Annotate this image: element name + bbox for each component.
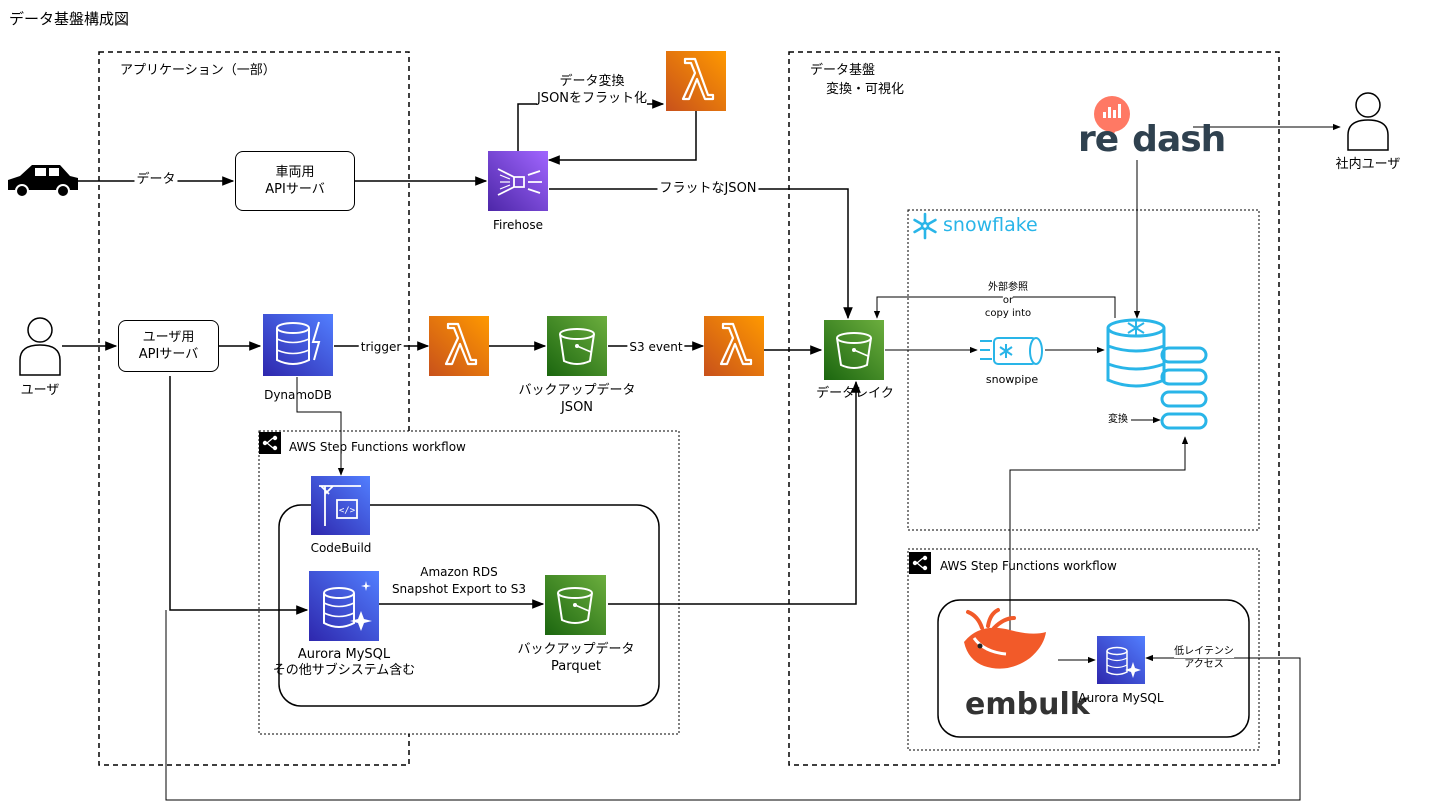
edge-label-copy-into: copy into <box>984 308 1032 320</box>
aurora-icon <box>309 571 379 641</box>
dynamodb-label: DynamoDB <box>264 388 332 402</box>
snowflake-database-icon <box>1106 318 1208 430</box>
platform-group <box>788 51 1280 766</box>
aurora-sublabel: その他サブシステム含む <box>272 663 416 678</box>
edge-lambda-to-firehose <box>547 111 697 165</box>
internal-user-label: 社内ユーザ <box>1335 157 1401 172</box>
firehose-label: Firehose <box>493 218 543 232</box>
edge-label-low-latency: 低レイテンシ <box>1174 646 1234 658</box>
edge-firehose-to-datalake <box>549 188 853 320</box>
aurora-label: Aurora MySQL <box>297 647 391 662</box>
s3-bucket-icon <box>547 316 607 376</box>
step-functions-icon <box>259 432 281 454</box>
edge-label-flatten: JSONをフラット化 <box>536 91 648 107</box>
lambda-icon <box>704 316 764 376</box>
edge-firehose-to-lambda <box>517 99 665 151</box>
redash-wordmark-dash: dash <box>1132 119 1226 160</box>
user-api-server: ユーザ用 APIサーバ <box>118 320 219 372</box>
embulk-whale-icon <box>964 608 1046 669</box>
vehicle-api-server: 車両用 APIサーバ <box>235 151 355 211</box>
edge-label-or: or <box>1002 295 1014 307</box>
backup-json-label: バックアップデータ <box>518 383 636 398</box>
edge-label-flat-json: フラットなJSON <box>657 181 759 197</box>
edge-label-s3-event: S3 event <box>627 339 685 355</box>
lambda-icon <box>666 51 726 111</box>
edge-label-rds-export-sub: Snapshot Export to S3 <box>391 582 527 596</box>
step-functions-icon <box>909 552 931 574</box>
snowpipe-label: snowpipe <box>985 373 1039 386</box>
edge-user-api-to-aurora <box>169 376 309 615</box>
user-label: ユーザ <box>20 383 60 398</box>
edge-label-transform: データ変換 <box>559 74 625 90</box>
snowflake-logo-icon <box>913 212 937 240</box>
edge-dynamodb-to-codebuild <box>296 377 345 476</box>
snowflake-group <box>907 209 1260 531</box>
redash-logo-icon <box>1094 96 1130 136</box>
backup-json-format: JSON <box>560 400 594 415</box>
edge-parquet-to-datalake <box>608 380 861 605</box>
codebuild-label: CodeBuild <box>310 541 372 555</box>
aurora-right-label: Aurora MySQL <box>1078 691 1164 705</box>
s3-bucket-icon <box>824 320 884 380</box>
aurora-icon <box>1097 636 1145 684</box>
datalake-label: データレイク <box>816 386 894 401</box>
edge-label-access: アクセス <box>1184 659 1224 671</box>
svg-text:</>: </> <box>339 506 356 516</box>
sfn-right-label: AWS Step Functions workflow <box>940 559 1117 573</box>
embulk-region <box>937 599 1250 738</box>
firehose-icon <box>488 151 548 211</box>
snowpipe-icon <box>980 337 1043 365</box>
car-icon <box>8 165 78 198</box>
edge-label-trigger: trigger <box>358 339 404 355</box>
snowflake-wordmark: snowflake <box>943 214 1038 236</box>
edge-label-rds-export: Amazon RDS <box>420 565 498 579</box>
dynamodb-icon <box>263 314 333 376</box>
edge-label-convert: 変換 <box>1108 414 1128 425</box>
edge-label-external-ref: 外部参照 <box>988 282 1028 294</box>
platform-group-label: データ基盤 <box>810 63 876 78</box>
codebuild-region <box>278 504 660 707</box>
backup-parquet-format: Parquet <box>551 659 601 674</box>
edge-app-low-latency-to-aurora <box>165 610 1301 801</box>
edge-embulk-to-snowflake <box>1009 436 1189 640</box>
s3-bucket-icon <box>545 575 606 635</box>
backup-parquet-label: バックアップデータ <box>517 642 635 657</box>
app-group <box>98 51 410 766</box>
codebuild-icon: </> <box>311 476 370 535</box>
redash-wordmark-re: re <box>1078 119 1119 160</box>
edge-db-external-ref-to-datalake <box>873 296 1116 319</box>
app-group-label: アプリケーション（一部） <box>120 63 276 78</box>
edge-label-data: データ <box>134 172 178 188</box>
lambda-icon <box>429 316 489 376</box>
diagram-title: データ基盤構成図 <box>9 10 130 28</box>
platform-group-sublabel: 変換・可視化 <box>826 82 905 97</box>
user-icon <box>19 317 61 376</box>
embulk-wordmark: embulk <box>965 687 1090 722</box>
sfn-left-label: AWS Step Functions workflow <box>289 440 466 454</box>
internal-user-icon <box>1347 92 1389 151</box>
